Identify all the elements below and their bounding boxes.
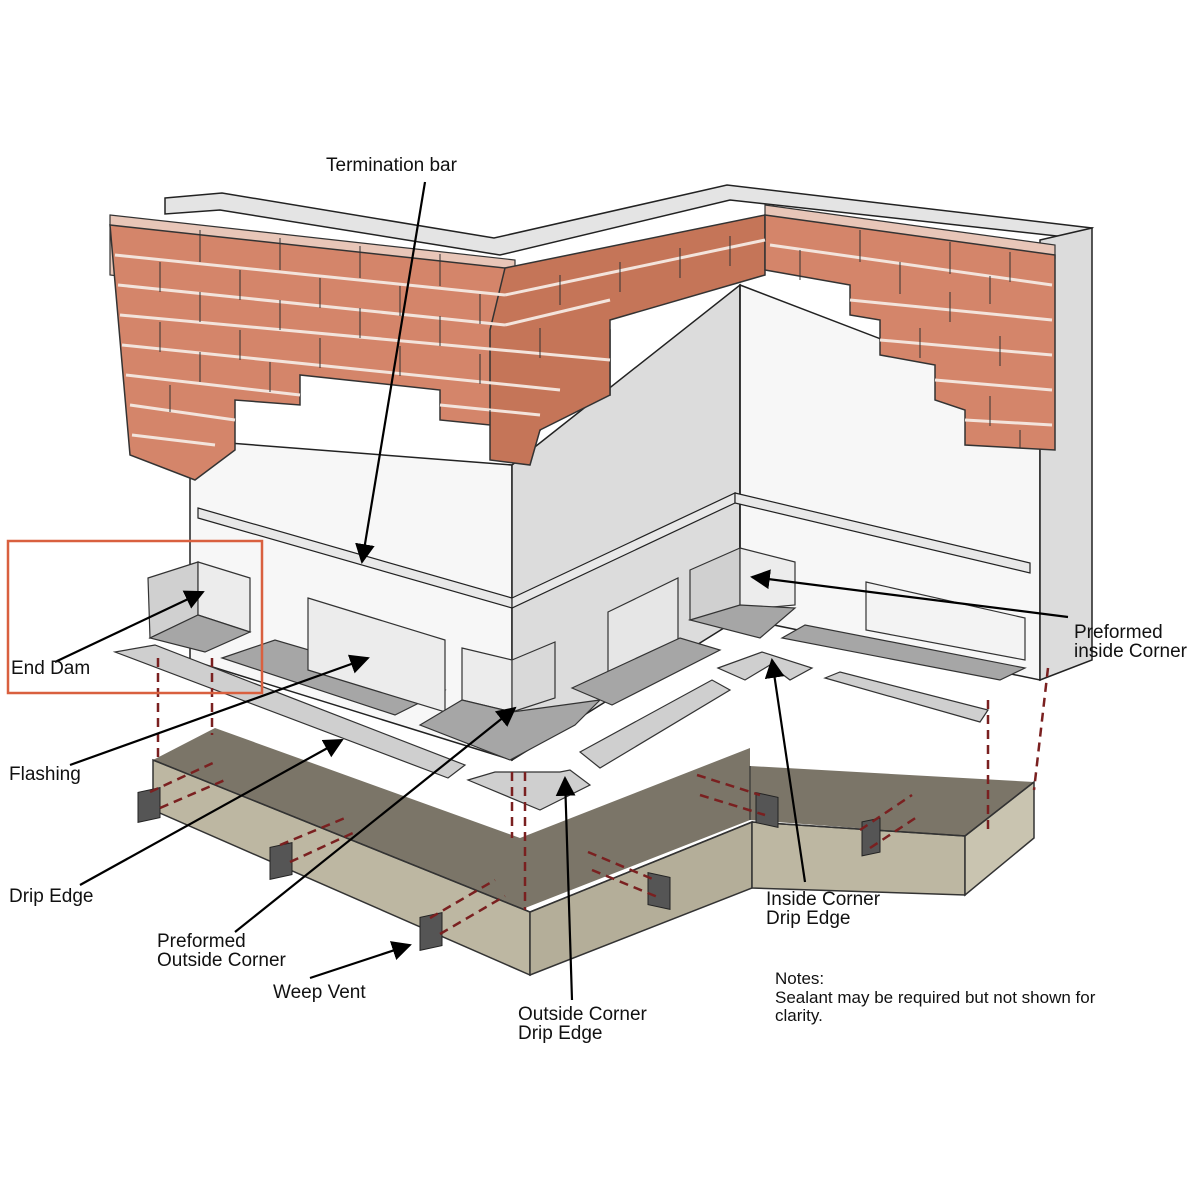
label-outside-corner-drip-edge-2: Drip Edge — [518, 1023, 603, 1044]
label-outside-corner-drip-edge-1: Outside Corner — [518, 1004, 648, 1025]
arrow-end-dam — [54, 590, 205, 663]
flashing-panel-right — [780, 624, 1027, 681]
arrow-outside-corner — [234, 706, 517, 933]
brick-head-joints — [159, 230, 1021, 448]
end-dam-base — [148, 614, 252, 653]
drip-edges — [112, 644, 989, 811]
label-inside-corner-drip-edge-2: Drip Edge — [766, 908, 851, 929]
arrow-flashing — [69, 654, 370, 767]
arrow-termination-bar — [355, 181, 427, 564]
leader-arrows — [54, 181, 1069, 1001]
arrow-drip-edge — [79, 739, 344, 886]
alignment-dashes — [149, 658, 1050, 936]
weep-vent — [755, 792, 779, 828]
flashing-back-panel-right — [865, 581, 1026, 661]
label-weep-vent: Weep Vent — [273, 982, 366, 1003]
foundation-top — [153, 728, 1034, 910]
label-drip-edge: Drip Edge — [9, 886, 94, 907]
labels: Termination bar Preformed inside Corner … — [9, 155, 1188, 1044]
label-inside-corner-drip-edge-1: Inside Corner — [766, 889, 881, 910]
inside-corner-drip-edge — [716, 651, 814, 681]
label-end-dam: End Dam — [11, 658, 90, 679]
label-preformed-outside-corner-2: Outside Corner — [157, 950, 287, 971]
label-termination-bar: Termination bar — [326, 155, 458, 176]
arrow-inside-corner-drip — [764, 658, 807, 883]
weep-vent — [861, 817, 881, 857]
brick-mortar-lines — [114, 238, 1053, 447]
weep-vent — [647, 872, 671, 910]
flashing-panel-middle — [570, 637, 722, 706]
arrow-outside-corner-drip — [555, 776, 576, 1001]
outside-corner-side — [511, 641, 556, 713]
foundation — [152, 728, 1035, 977]
termination-bar — [197, 492, 1031, 609]
inside-corner-base — [687, 604, 797, 639]
arrow-inside-corner — [750, 569, 1069, 619]
label-preformed-outside-corner-1: Preformed — [157, 931, 246, 952]
label-preformed-inside-corner-2: inside Corner — [1074, 641, 1188, 662]
brick-veneer — [109, 204, 1056, 481]
termination-bar-right — [734, 492, 1031, 574]
drip-edge-middle — [578, 679, 732, 769]
arrow-weep-vent — [309, 941, 412, 980]
foundation-top-edge — [152, 759, 1035, 913]
weep-vents — [137, 787, 881, 951]
notes-line-1: Sealant may be required but not shown fo… — [775, 988, 1096, 1007]
weep-vent — [137, 787, 161, 823]
notes-title: Notes: — [775, 969, 824, 988]
weep-vent — [419, 912, 443, 951]
drip-edge-left — [112, 644, 467, 779]
label-preformed-inside-corner-1: Preformed — [1074, 622, 1163, 643]
end-dam-highlight-box — [6, 539, 264, 695]
label-flashing: Flashing — [9, 764, 81, 785]
notes-line-2: clarity. — [775, 1006, 823, 1025]
flashing-components — [147, 547, 1027, 761]
drip-edge-right — [823, 671, 989, 723]
outside-corner-drip-edge — [466, 769, 592, 811]
weep-vent — [269, 842, 293, 880]
